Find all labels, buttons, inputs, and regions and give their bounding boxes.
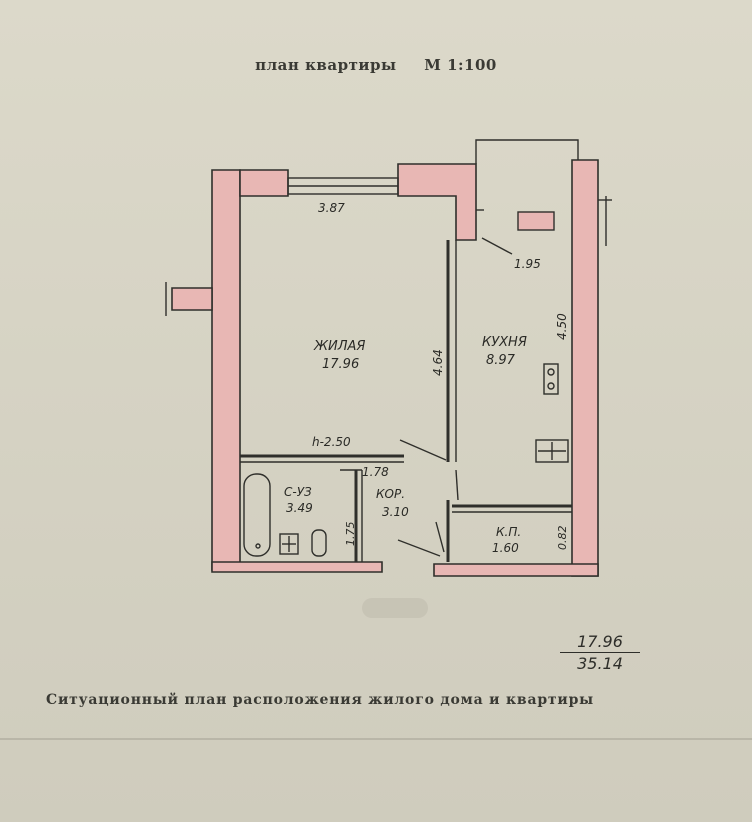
bath-sink — [279, 533, 299, 555]
room-kitchen-name: КУХНЯ — [482, 335, 527, 350]
wall-right — [571, 159, 599, 577]
blurred-mark — [362, 598, 428, 618]
window-kitchen — [517, 211, 555, 231]
wall-bottom-right — [433, 563, 599, 577]
dim-pantry-depth: 0.82 — [556, 526, 569, 551]
dim-living-depth: 4.64 — [431, 349, 445, 376]
door-corridor — [397, 539, 441, 557]
room-living-area: 17.96 — [322, 357, 359, 372]
room-bathroom-area: 3.49 — [286, 501, 313, 515]
room-pantry-area: 1.60 — [492, 541, 519, 555]
door-kitchen — [455, 469, 459, 501]
room-pantry-name: К.П. — [496, 525, 521, 539]
room-living-name: ЖИЛАЯ — [313, 339, 365, 354]
dim-kitchen-depth: 4.50 — [555, 313, 569, 340]
total-living-area: 17.96 — [560, 632, 640, 653]
area-totals: 17.96 35.14 — [560, 632, 640, 673]
room-corridor-area: 3.10 — [382, 505, 409, 519]
room-corridor-name: КОР. — [376, 487, 405, 501]
dim-corridor-width: 1.78 — [362, 465, 389, 479]
plan-title-text: план квартиры — [255, 56, 397, 74]
wall-top-right — [397, 163, 477, 241]
plan-scale: М 1:100 — [424, 56, 497, 74]
paper-fold-line — [0, 738, 752, 740]
door-living — [399, 439, 447, 461]
dim-ceiling-height: h-2.50 — [312, 435, 351, 449]
footer-caption: Ситуационный план расположения жилого до… — [46, 692, 594, 708]
total-area: 35.14 — [577, 654, 623, 673]
wall-bottom-left — [211, 561, 383, 573]
door-pantry — [435, 521, 445, 553]
room-bathroom-name: С-УЗ — [284, 485, 312, 499]
kitchen-stove — [543, 363, 559, 395]
bathtub — [243, 473, 271, 557]
room-kitchen-area: 8.97 — [486, 353, 516, 368]
balcony-frame — [475, 139, 579, 164]
dim-living-width: 3.87 — [318, 201, 345, 215]
dim-kitchen-width: 1.95 — [514, 257, 541, 271]
wall-top-left — [239, 169, 289, 197]
wall-left — [211, 169, 241, 571]
plan-title: план квартиры М 1:100 — [0, 56, 752, 74]
dim-bathroom-width: 1.75 — [344, 522, 357, 547]
wall-left-stub — [171, 287, 213, 311]
kitchen-sink — [535, 439, 569, 463]
toilet — [311, 529, 327, 557]
